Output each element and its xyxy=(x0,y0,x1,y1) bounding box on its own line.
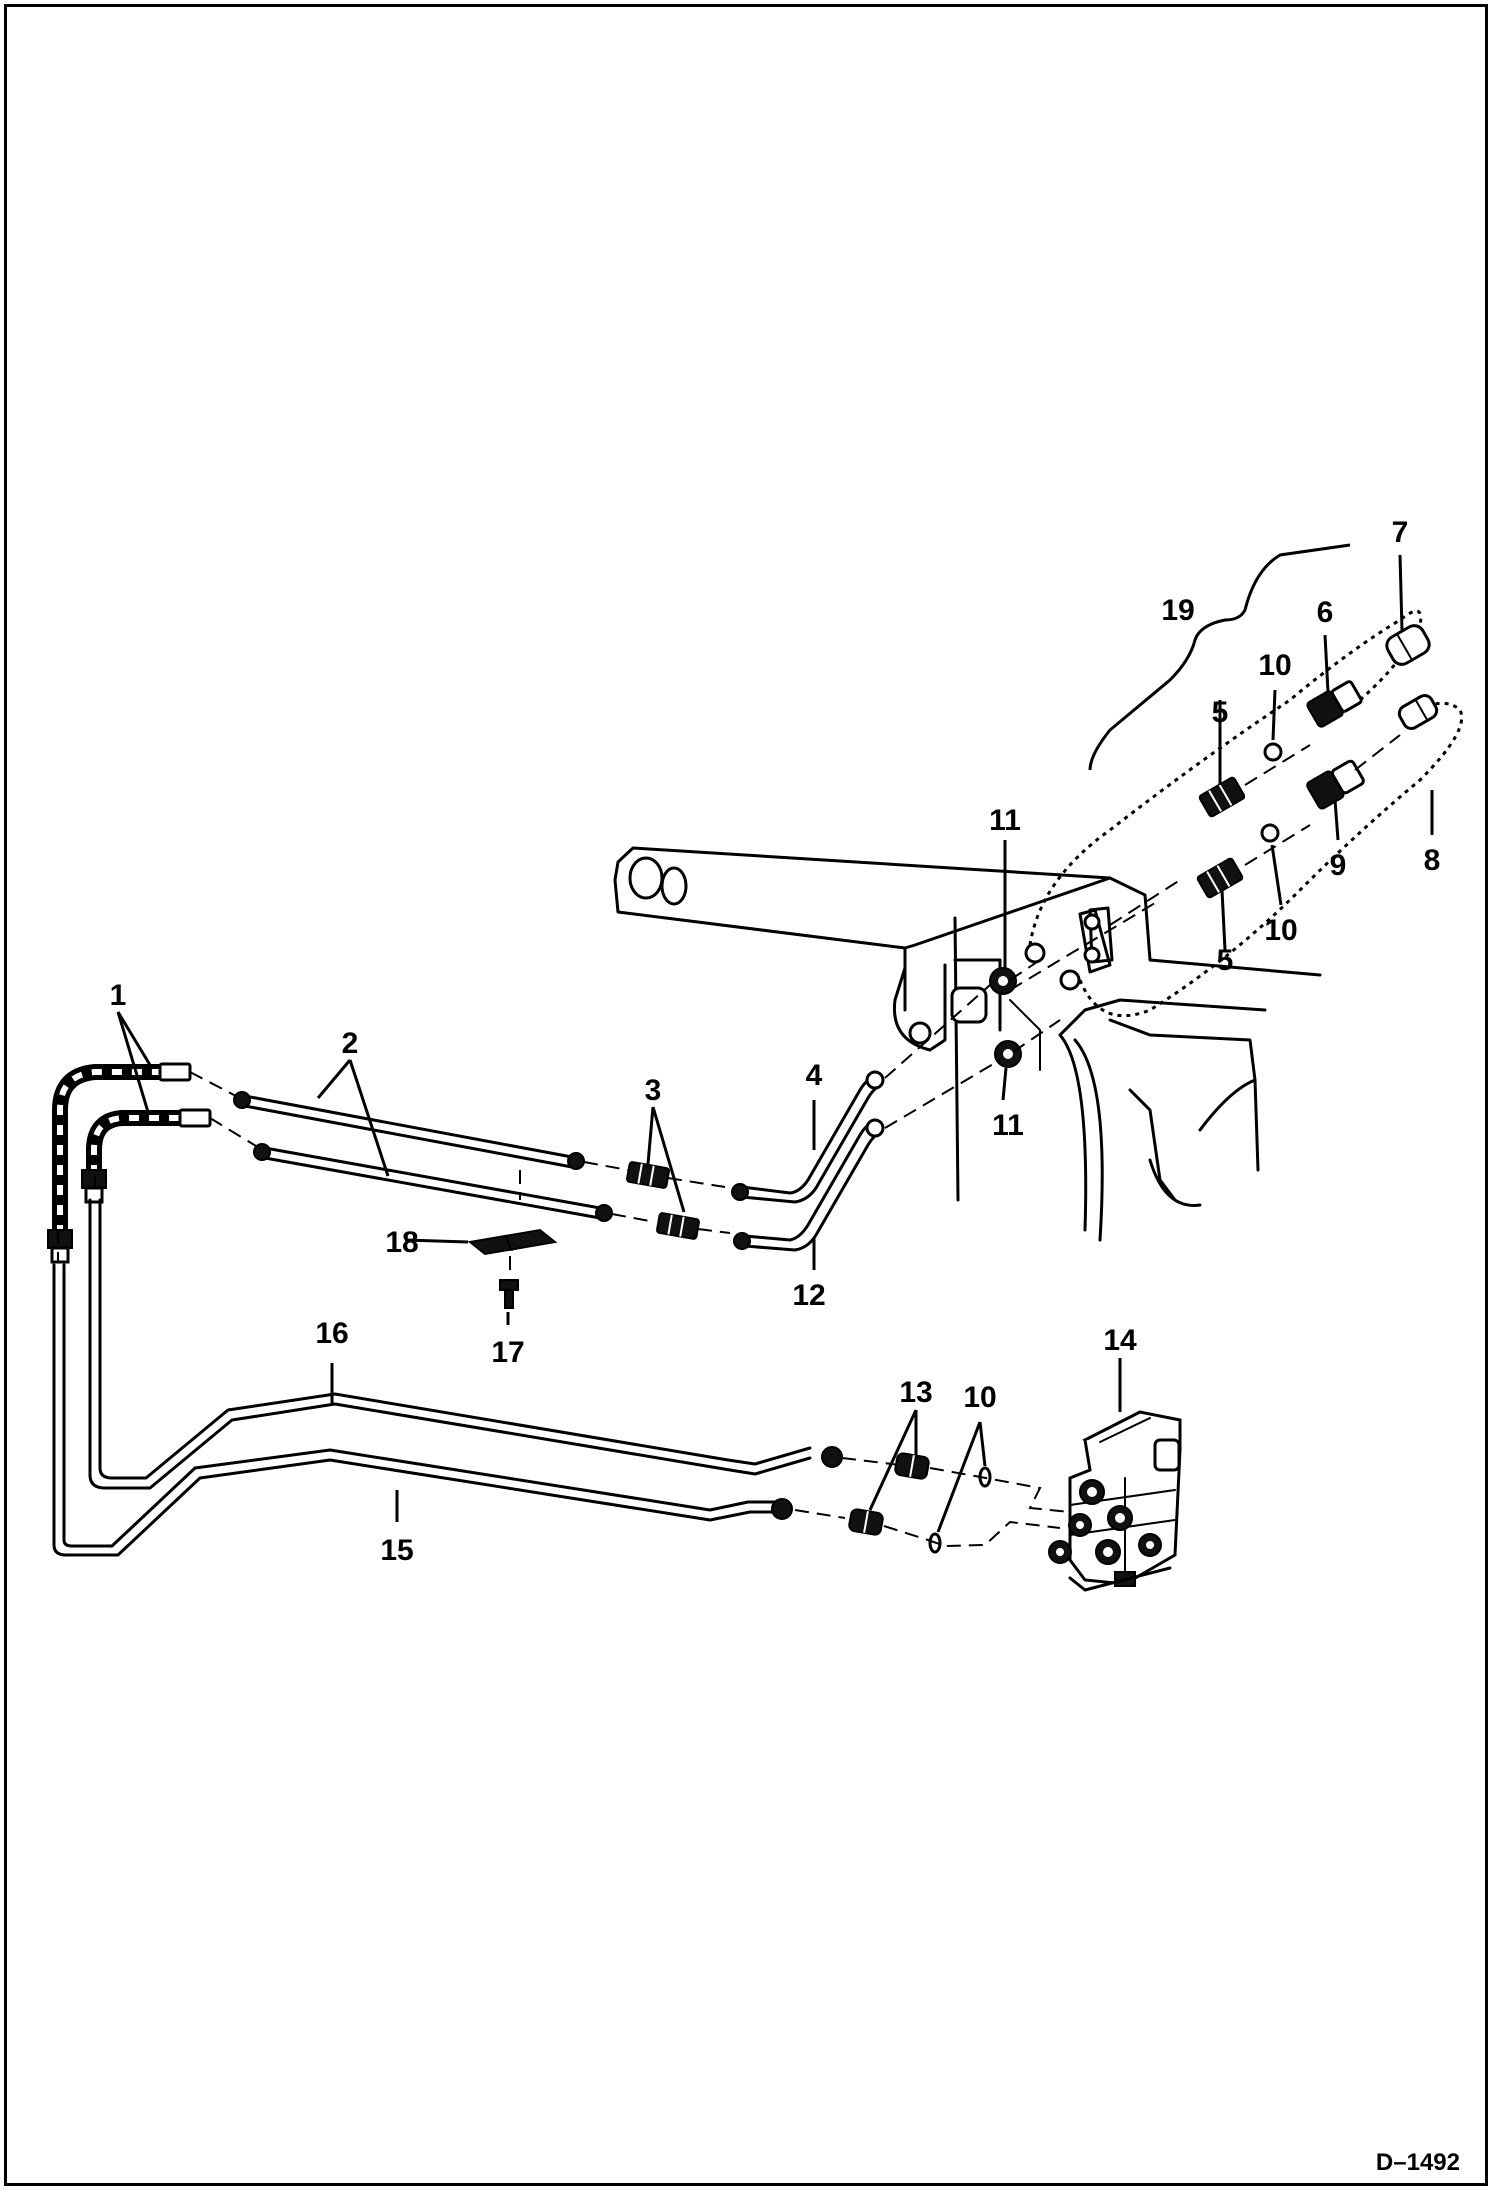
adapter-5-lower xyxy=(1196,857,1244,899)
fitting-13-upper xyxy=(894,1452,930,1480)
tube-clamp-18 xyxy=(467,1228,558,1256)
callout-16: 16 xyxy=(315,1317,348,1350)
callout-7: 7 xyxy=(1392,516,1409,549)
hose-1-lower xyxy=(81,1108,212,1204)
lift-arm-slot xyxy=(628,856,664,900)
drawing-code: D–1492 xyxy=(1376,2149,1460,2176)
steel-tube-2-lower xyxy=(253,1143,613,1222)
callout-labels: 1 2 3 4 5 5 6 7 8 9 10 10 10 11 11 12 13… xyxy=(110,516,1441,1567)
bolt-17 xyxy=(499,1279,519,1309)
callout-11-upper: 11 xyxy=(989,804,1021,837)
dust-cap-chain-8 xyxy=(1078,701,1464,1018)
callout-10-top: 10 xyxy=(1258,649,1291,682)
steel-tube-2-upper xyxy=(233,1091,585,1170)
hose-1-upper xyxy=(47,1062,192,1264)
callout-5-lower: 5 xyxy=(1217,944,1234,977)
steel-tube-4 xyxy=(731,1070,885,1204)
pivot-pin-hole xyxy=(908,1021,932,1045)
coupler-6 xyxy=(1306,680,1363,728)
callout-5-upper: 5 xyxy=(1212,696,1229,729)
callout-1: 1 xyxy=(110,979,127,1012)
callout-10-bottom: 10 xyxy=(963,1381,996,1414)
callout-9: 9 xyxy=(1330,849,1347,882)
callout-11-lower: 11 xyxy=(992,1109,1024,1142)
o-ring-10-lower xyxy=(1260,823,1280,843)
callout-17: 17 xyxy=(491,1336,524,1369)
lift-arm-hole xyxy=(660,866,688,906)
callout-3: 3 xyxy=(645,1074,662,1107)
coupler-assembly xyxy=(1009,543,1464,1018)
frame-bushing xyxy=(950,986,988,1024)
page-frame xyxy=(4,4,1488,2186)
bulkhead-nut-11-lower xyxy=(994,1040,1022,1068)
control-valve-14 xyxy=(1048,1410,1182,1592)
adapter-5-upper xyxy=(1198,776,1246,818)
union-3-lower xyxy=(656,1212,700,1240)
leader-lines xyxy=(116,554,1434,1533)
callout-12: 12 xyxy=(792,1279,825,1312)
loader-frame xyxy=(613,846,1322,1242)
bracket-19 xyxy=(1088,543,1351,771)
callout-15: 15 xyxy=(380,1534,413,1567)
callout-13: 13 xyxy=(899,1376,932,1409)
steel-tube-12 xyxy=(733,1118,885,1252)
callout-14: 14 xyxy=(1103,1324,1137,1357)
callout-6: 6 xyxy=(1317,596,1334,629)
steel-tube-15 xyxy=(52,1263,793,1557)
callout-18: 18 xyxy=(385,1226,418,1259)
callout-8: 8 xyxy=(1424,844,1441,877)
o-ring-10-upper xyxy=(1263,742,1283,762)
callout-19: 19 xyxy=(1161,594,1194,627)
dust-cap-7 xyxy=(1385,624,1431,666)
dust-plug-8 xyxy=(1397,694,1439,730)
steel-tube-16 xyxy=(88,1198,843,1490)
union-3-upper xyxy=(626,1161,670,1189)
bulkhead-nut-11-upper xyxy=(989,967,1017,995)
callout-10-middle: 10 xyxy=(1264,914,1297,947)
callout-4: 4 xyxy=(806,1059,823,1092)
dust-cap-chain-7 xyxy=(1028,609,1423,946)
fitting-13-lower xyxy=(848,1508,884,1536)
callout-2: 2 xyxy=(342,1027,359,1060)
